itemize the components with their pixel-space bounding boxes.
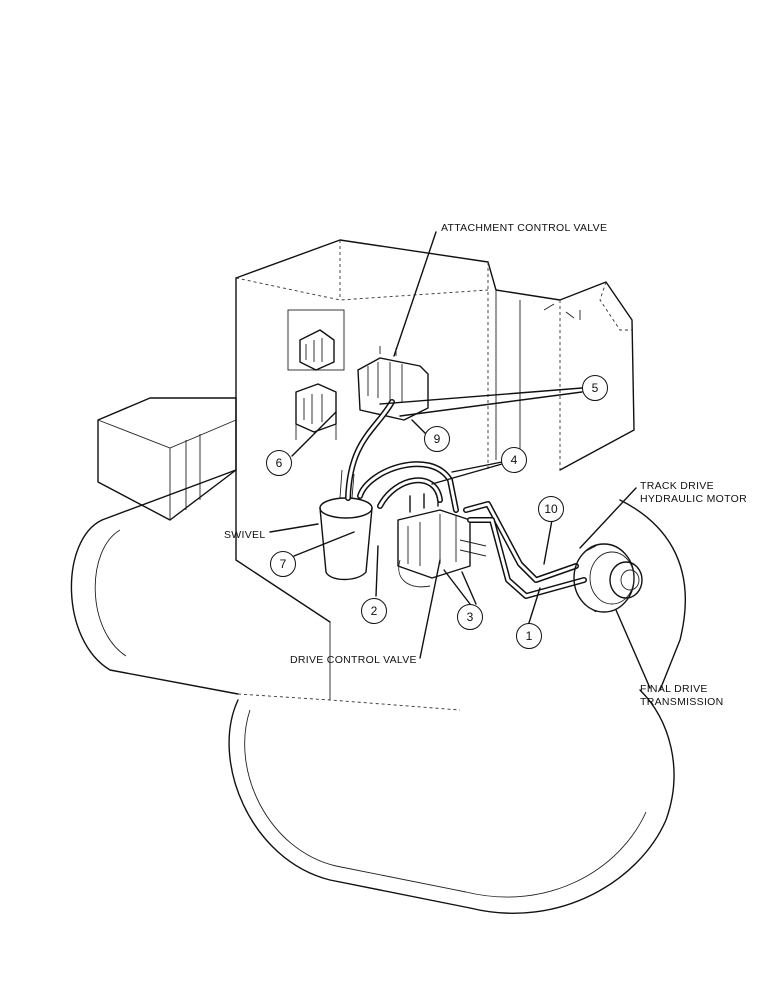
final-drive-label-line1: FINAL DRIVE [640, 683, 708, 695]
tracks [70, 469, 686, 914]
final-drive [573, 543, 643, 613]
drive-control-valve-label: DRIVE CONTROL VALVE [290, 654, 417, 666]
track-drive-motor-label-line1: TRACK DRIVE [640, 480, 714, 492]
leader-lines [269, 231, 651, 689]
callout-10: 10 [538, 496, 564, 522]
upper-house [235, 239, 635, 623]
counterweight [97, 397, 237, 521]
hydraulic-hoses [345, 399, 587, 599]
callout-5: 5 [582, 375, 608, 401]
callout-4: 4 [501, 447, 527, 473]
swivel-label: SWIVEL [224, 529, 266, 541]
callout-6: 6 [266, 450, 292, 476]
left-valve-bank [287, 309, 345, 440]
callout-9: 9 [424, 426, 450, 452]
callout-1: 1 [516, 623, 542, 649]
track-drive-motor-label-line2: HYDRAULIC MOTOR [640, 493, 747, 505]
callout-7: 7 [270, 551, 296, 577]
callout-2: 2 [361, 598, 387, 624]
final-drive-label-line2: TRANSMISSION [640, 696, 724, 708]
attachment-control-valve-label: ATTACHMENT CONTROL VALVE [441, 222, 608, 234]
drive-control-valve [397, 491, 487, 579]
attachment-valve [357, 346, 429, 421]
callout-3: 3 [457, 604, 483, 630]
